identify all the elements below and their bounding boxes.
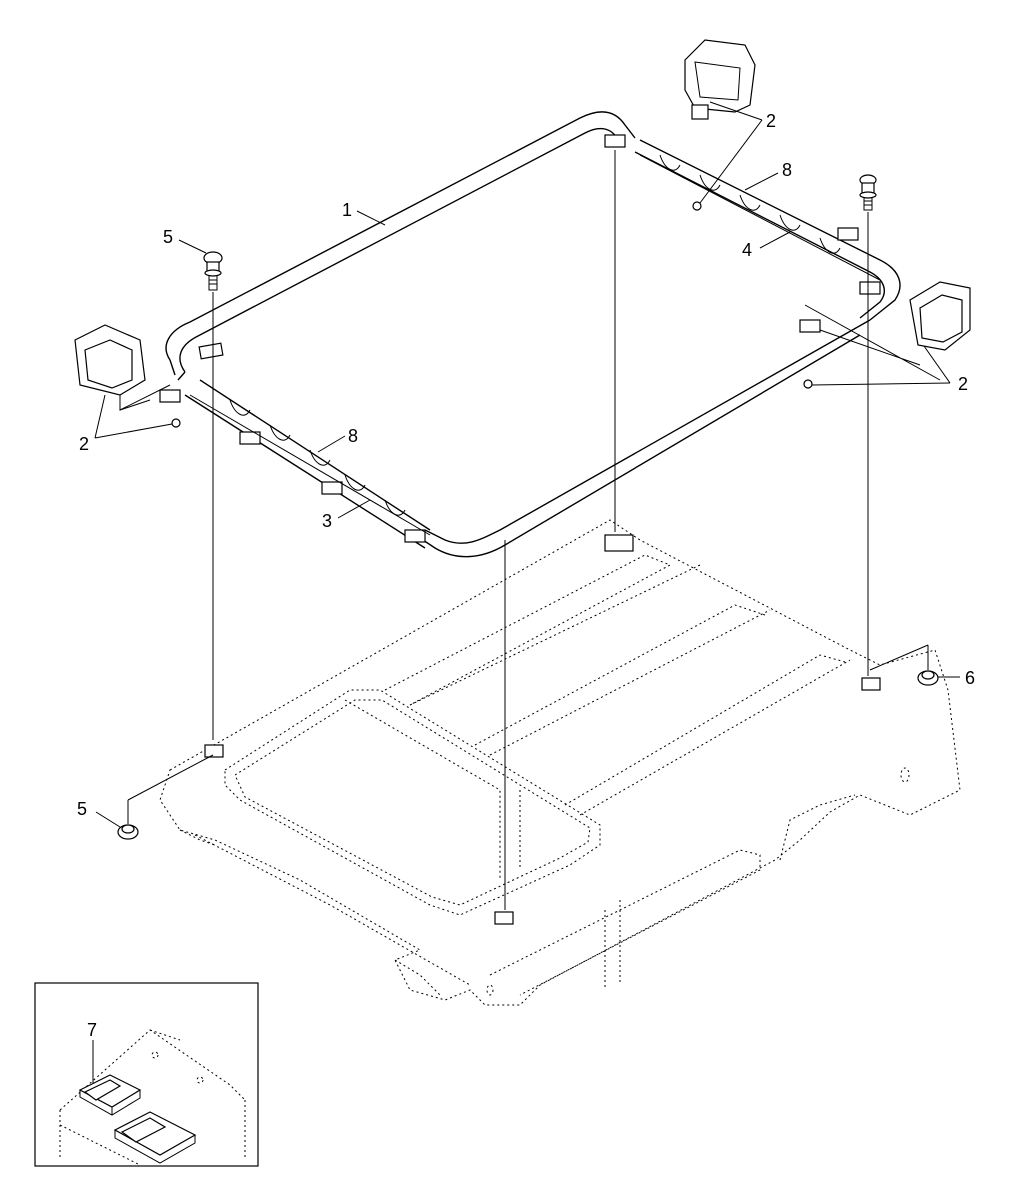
work-lamp-left (74, 324, 151, 411)
flange-nut-right (917, 670, 939, 686)
callout-5-top: 5 (163, 227, 173, 247)
callout-2-left: 2 (79, 434, 89, 454)
inset-switch-panel (34, 982, 259, 1167)
callout-8-left: 8 (348, 426, 358, 446)
work-lamp-top (684, 39, 756, 120)
callout-5-bottom: 5 (77, 799, 87, 819)
callout-6: 6 (965, 668, 975, 688)
leader-lines (94, 101, 960, 828)
callout-7: 7 (87, 1020, 97, 1040)
roof-rail-frame (159, 111, 941, 558)
bolt-top-right (859, 174, 877, 211)
cab-roof (159, 519, 961, 1006)
bolt-top-left (203, 251, 223, 291)
flange-nut-left (117, 824, 139, 840)
callout-2-top: 2 (766, 111, 776, 131)
callout-3: 3 (322, 511, 332, 531)
nuts-small (171, 201, 813, 428)
assembly-lines (119, 150, 929, 910)
callout-2-right: 2 (958, 374, 968, 394)
callout-1: 1 (342, 200, 352, 220)
work-lamp-right (909, 281, 971, 351)
callout-8-right: 8 (782, 160, 792, 180)
wire-harness (189, 154, 881, 536)
callout-4: 4 (742, 240, 752, 260)
